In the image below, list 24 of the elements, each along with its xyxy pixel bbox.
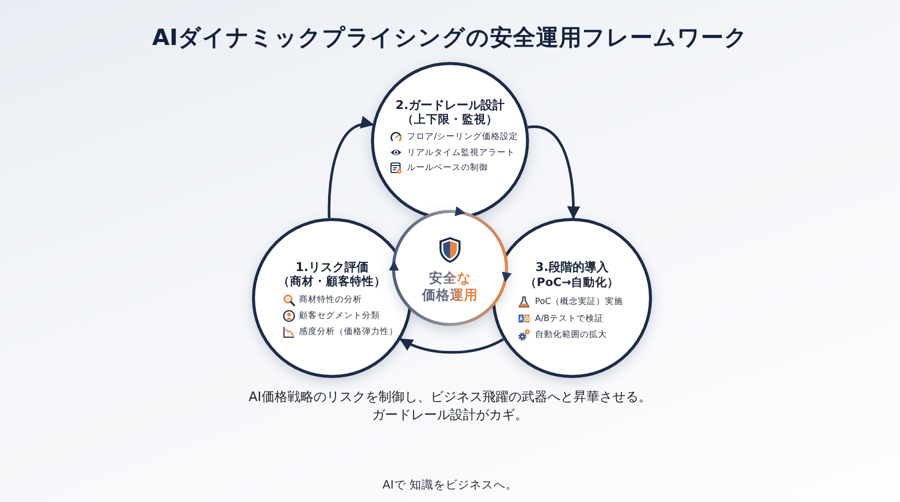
list-item: ルールベースの制御	[407, 162, 488, 174]
cycle-arrow	[528, 126, 580, 220]
step-heading: 2.ガードレール設計	[396, 98, 504, 112]
list-item: 自動化範囲の拡大	[535, 329, 607, 342]
step-heading: 1.リスク評価	[296, 260, 368, 274]
title: AIダイナミックプライシングの安全運用フレームワーク	[152, 24, 748, 53]
step-circle	[492, 218, 652, 378]
step-subheading: （商材・顧客特性）	[278, 274, 386, 288]
list-item: PoC（概念実証）実施	[535, 296, 623, 308]
cycle-arrow	[328, 117, 374, 218]
step-subheading: （PoC→自動化）	[524, 275, 620, 289]
list-item: A/Bテストで検証	[535, 312, 604, 325]
tagline: AIで 知識をビジネスへ。	[382, 478, 518, 492]
list-item: 商材特性の分析	[299, 294, 362, 306]
list-item: リアルタイム監視アラート	[407, 146, 515, 158]
list-item: 感度分析（価格弾力性）	[299, 326, 398, 338]
step-heading: 3.段階的導入	[536, 260, 608, 274]
caption: AI価格戦略のリスクを制御し、ビジネス飛躍の武器へと昇華させる。ガードレール設計がカギ。	[248, 389, 652, 425]
center-circle	[392, 210, 508, 326]
step-subheading: （上下限・監視）	[402, 112, 498, 126]
list-item: 顧客セグメント分類	[299, 310, 380, 322]
step-circle	[252, 218, 412, 378]
cycle-arrow	[399, 338, 504, 354]
list-item: フロア/シーリング価格設定	[407, 131, 518, 143]
